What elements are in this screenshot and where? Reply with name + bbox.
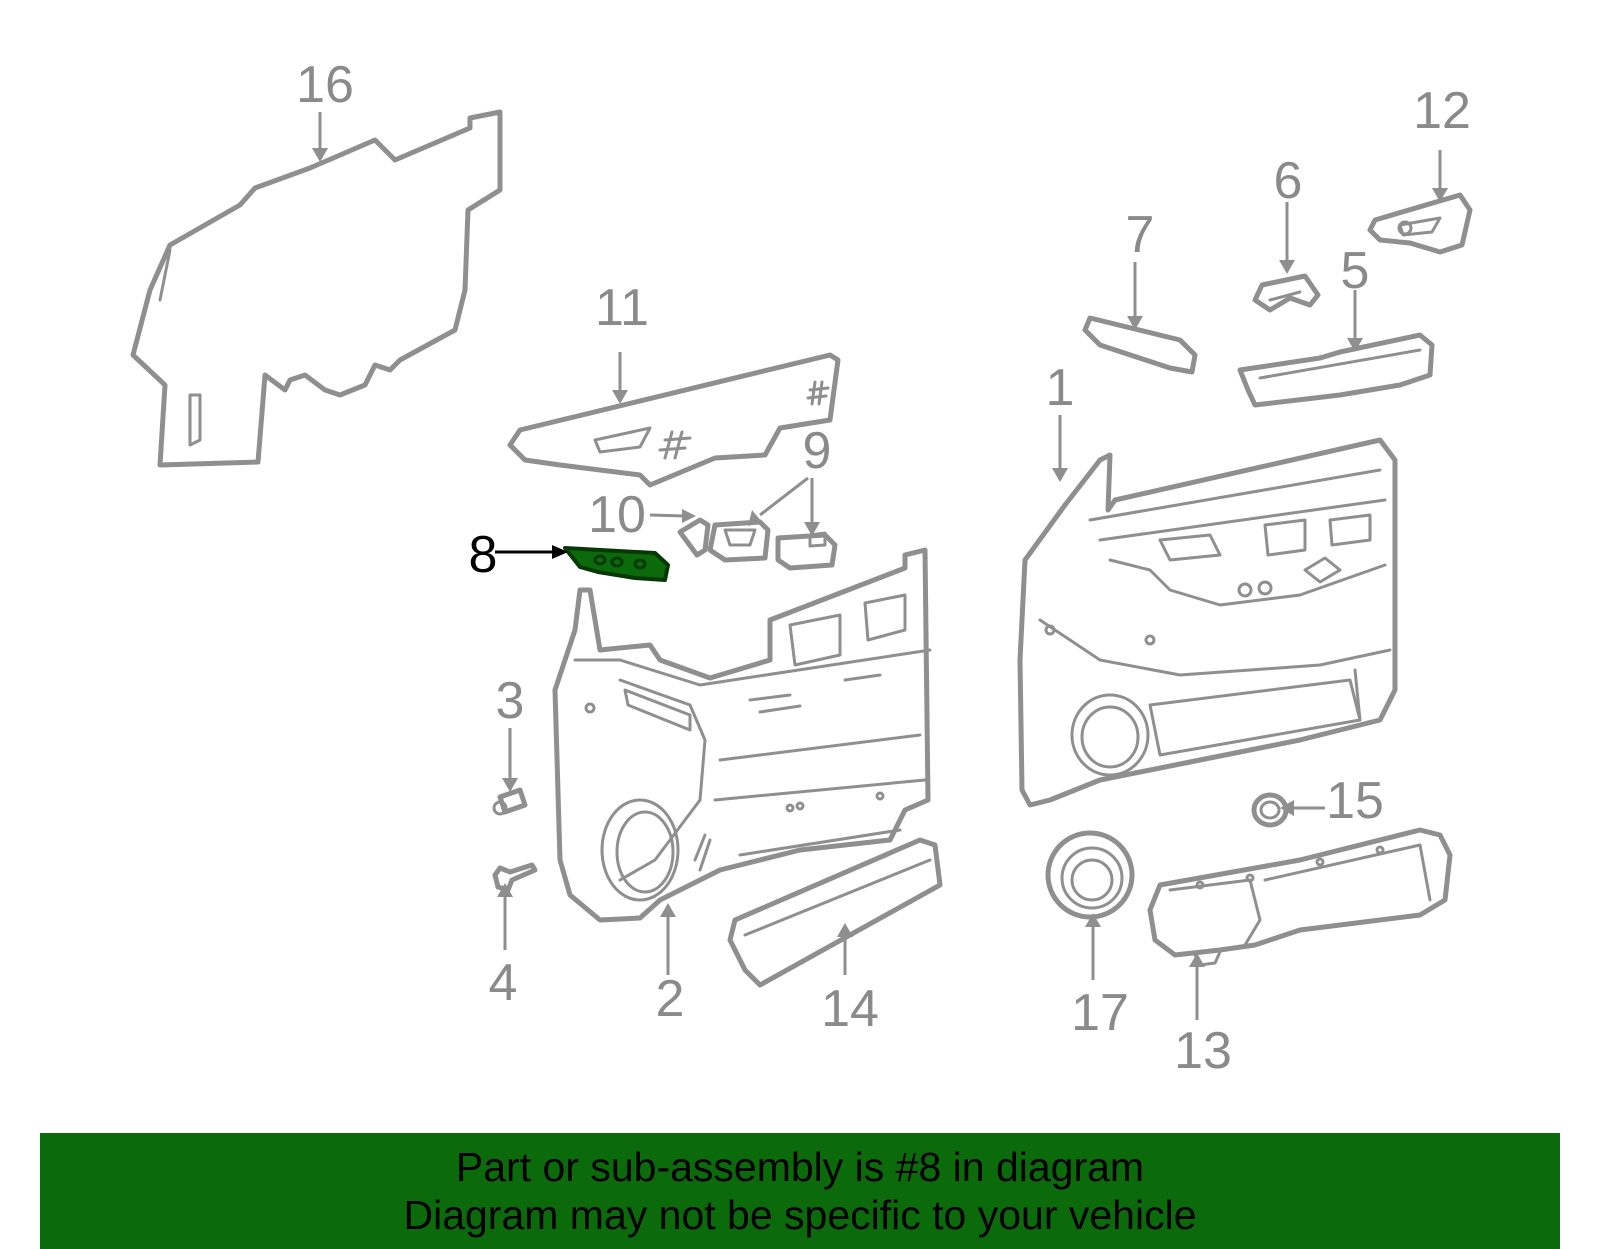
info-banner: Part or sub-assembly is #8 in diagram Di… [40,1133,1560,1249]
callout-12: 12 [1413,82,1471,140]
part-7-pull-handle [1082,315,1198,375]
part-5-armrest [1237,332,1435,408]
part-15-grommet [1251,792,1289,828]
callout-8: 8 [469,526,498,584]
leader-arrows [312,112,1448,1020]
callout-13: 13 [1174,1022,1232,1080]
parts-diagram: 16 11 10 9 8 3 4 2 14 7 6 12 5 1 15 17 1… [130,56,1473,1080]
callout-1: 1 [1046,359,1075,417]
callout-10: 10 [588,486,646,544]
banner-line-disclaimer: Diagram may not be specific to your vehi… [403,1192,1197,1238]
callout-7: 7 [1126,206,1155,264]
callout-16: 16 [296,56,354,114]
part-17-speaker [1045,830,1135,920]
banner-line-part-number: Part or sub-assembly is #8 in diagram [455,1144,1145,1190]
part-11-upper-trim [507,352,841,488]
callout-17: 17 [1071,984,1129,1042]
part-3-clip [492,787,528,816]
callout-3: 3 [496,672,525,730]
part-2-door-trim-panel [552,547,932,923]
callout-14: 14 [821,980,879,1038]
callout-5: 5 [1341,242,1370,300]
callout-11: 11 [595,279,649,337]
callout-2: 2 [656,970,685,1028]
part-16-insulator [130,109,503,468]
part-6-bracket [1252,273,1321,313]
part-1-door-trim-assembly [1017,437,1398,808]
part-10-clip [677,517,711,558]
part-9-switch-bezels [707,519,838,571]
callout-9: 9 [803,422,832,480]
part-12-handle-bezel [1367,192,1473,255]
part-4-push-pin [492,862,538,893]
callout-15: 15 [1326,772,1384,830]
part-13-map-pocket [1147,827,1453,967]
callout-4: 4 [489,954,518,1012]
callout-numbers: 16 11 10 9 8 3 4 2 14 7 6 12 5 1 15 17 1… [296,56,1471,1080]
callout-6: 6 [1274,152,1303,210]
part-8-switch-panel [563,546,670,582]
